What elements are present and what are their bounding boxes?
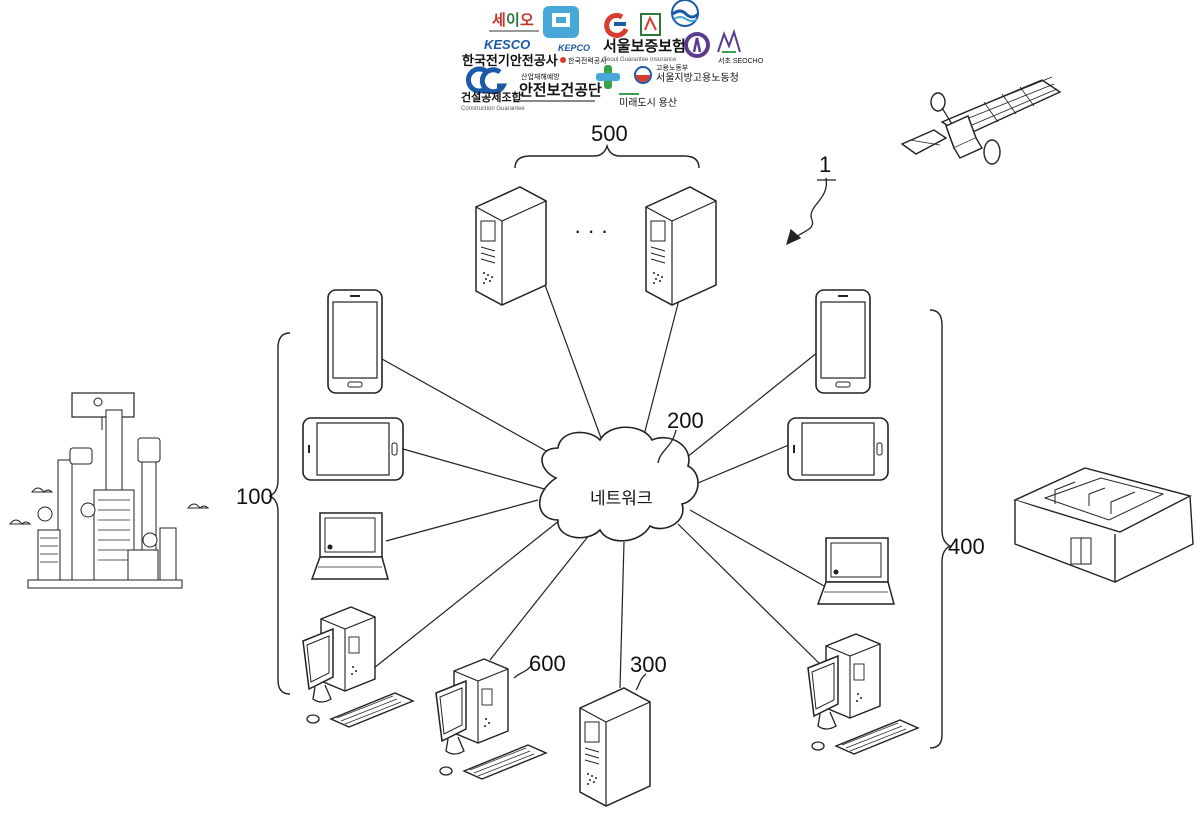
- desktop-pc-icon: [808, 634, 918, 754]
- kosha-top: 산업재해예방: [521, 72, 560, 81]
- system-ref-label: 1: [819, 152, 831, 177]
- svg-text:오: 오: [520, 12, 534, 29]
- laptop-icon: [818, 538, 894, 604]
- tablet-icon: [788, 418, 888, 480]
- sgi-subtitle: Seoul Guarantee Insurance: [603, 57, 677, 63]
- group-500-label: 500: [591, 121, 628, 146]
- seocho-logo: 서초 SEOCHO: [718, 32, 764, 65]
- smartphone-icon: [816, 290, 870, 393]
- kosha-logo: 산업재해예방 안전보건공단: [519, 72, 602, 102]
- tablet-icon: [303, 418, 403, 480]
- ellipsis: · · ·: [574, 218, 608, 243]
- network-label: 네트워크: [590, 489, 653, 508]
- yongsan-name: 미래도시 용산: [619, 97, 677, 109]
- admin-600-label: 600: [529, 651, 566, 676]
- kosha-name: 안전보건공단: [519, 81, 602, 99]
- kesco-name: 한국전기안전공사: [462, 53, 558, 68]
- network-ref-label: 200: [667, 408, 704, 433]
- organization-logos: 세 이 오 KESCO 한국전기안전공사 KEPCO: [461, 0, 764, 112]
- kesco-mark: KESCO: [484, 37, 530, 52]
- brace-100: [270, 333, 290, 694]
- building-illustration: [1015, 468, 1193, 582]
- cg-subtitle: Construction Guarantee: [461, 106, 525, 112]
- app-icon: [543, 6, 579, 38]
- desktop-pc-icon: [303, 607, 413, 727]
- laptop-icon: [312, 513, 388, 579]
- sgi-name: 서울보증보험: [603, 38, 686, 55]
- admin-pc-icon: [436, 659, 546, 779]
- kepco-mark: KEPCO: [558, 43, 590, 53]
- svg-text:이: 이: [506, 12, 520, 29]
- management-server-icon: [580, 688, 650, 806]
- gangnam-logo: [641, 14, 660, 35]
- user-terminals-right: [788, 290, 918, 754]
- server-tower-icon: [646, 187, 716, 305]
- yongsan-logo: 미래도시 용산: [619, 93, 677, 109]
- svg-text:세: 세: [492, 12, 506, 29]
- satellite-icon: [902, 77, 1060, 164]
- kepco-logo: KEPCO 한국전력공사: [558, 43, 607, 65]
- cg-name: 건설공제조합: [461, 90, 522, 104]
- seocho-name: 서초 SEOCHO: [718, 56, 764, 65]
- smartphone-icon: [328, 290, 382, 393]
- circle-wave-logo: [672, 0, 698, 26]
- kesco-logo: KESCO 한국전기안전공사: [462, 37, 558, 68]
- purple-seal-logo: [684, 32, 710, 58]
- server-tower-icon: [476, 187, 546, 305]
- user-terminals-left: [303, 290, 413, 727]
- moel-top: 고용노동부: [656, 64, 689, 72]
- brace-400: [930, 310, 950, 748]
- group-100-label: 100: [236, 484, 273, 509]
- moel-name: 서울지방고용노동청: [656, 72, 739, 84]
- cg-logo: 건설공제조합 Construction Guarantee: [461, 69, 525, 112]
- brace-500: [515, 146, 699, 168]
- kepco-name: 한국전력공사: [568, 56, 607, 65]
- group-400-label: 400: [948, 534, 985, 559]
- sgi-name-logo: 서울보증보험 Seoul Guarantee Insurance: [603, 38, 686, 63]
- smart-city-illustration: [10, 393, 208, 588]
- moel-logo: 고용노동부 서울지방고용노동청: [635, 64, 739, 84]
- network-cloud: 네트워크: [540, 427, 698, 541]
- sgi-logo: [607, 15, 626, 35]
- external-servers: · · ·: [476, 187, 716, 305]
- server-300-label: 300: [630, 652, 667, 677]
- seoul-logo: 세 이 오: [489, 12, 539, 32]
